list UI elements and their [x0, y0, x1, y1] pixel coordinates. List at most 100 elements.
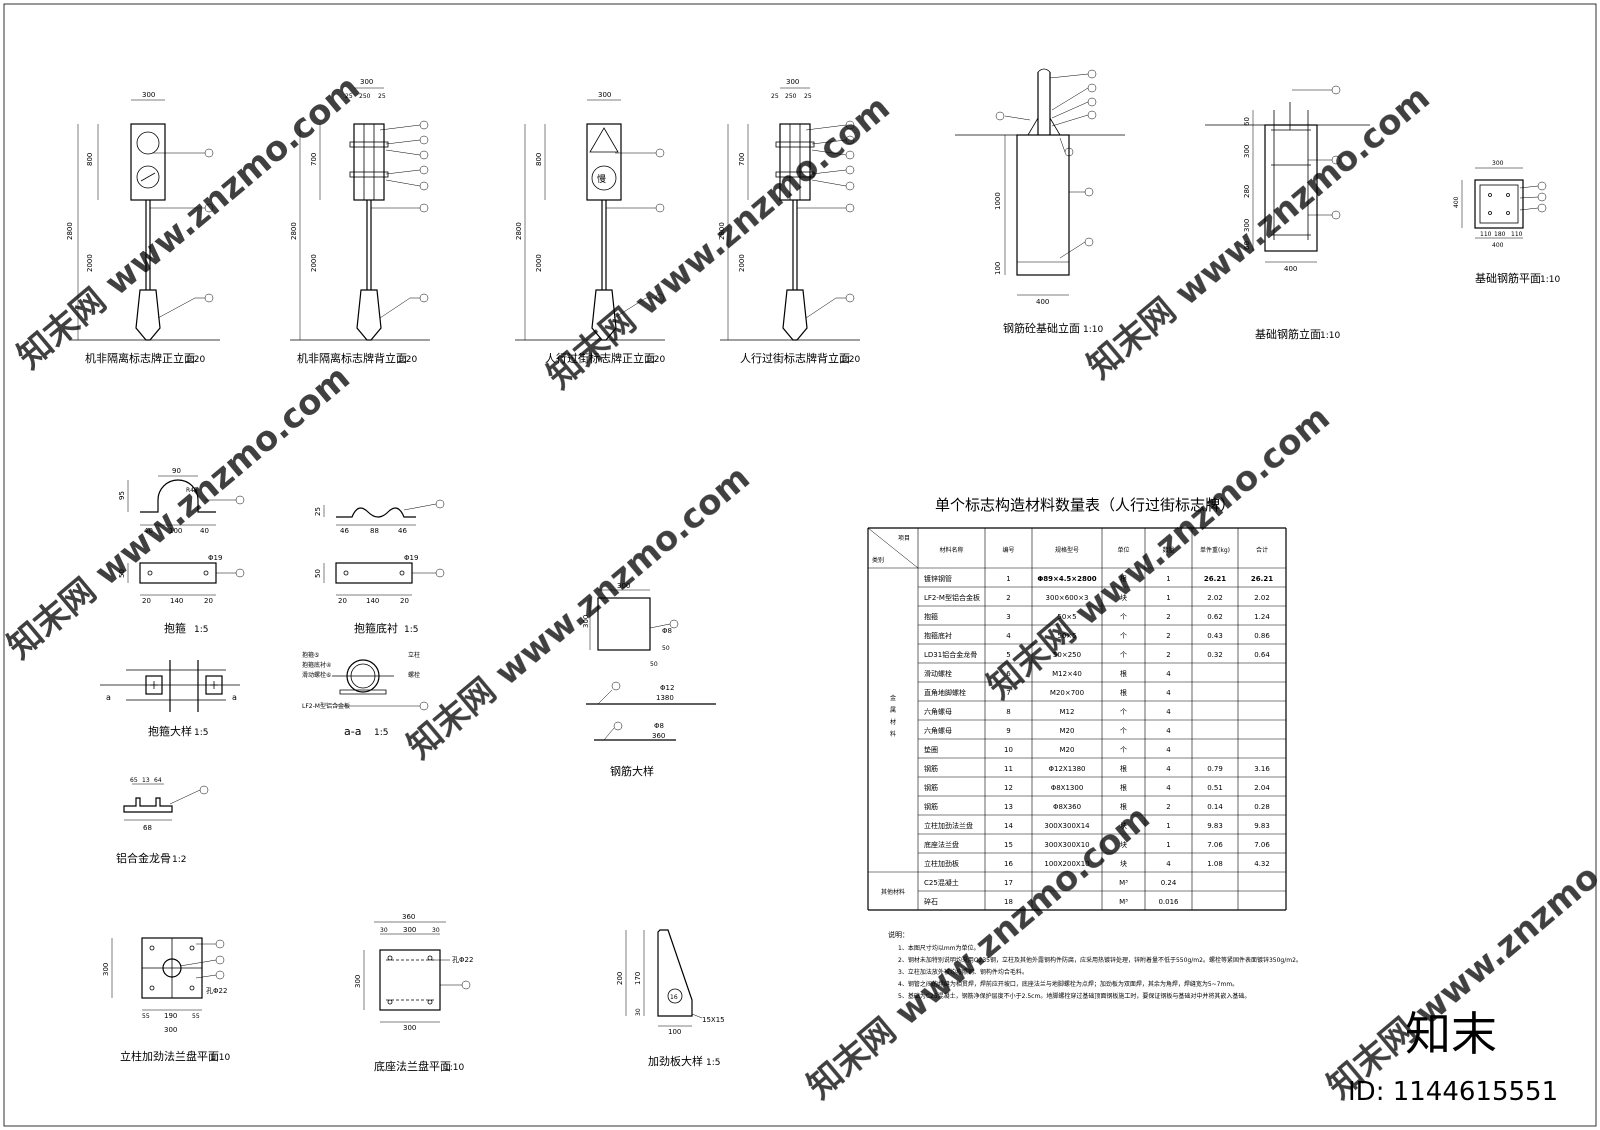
dim-chamfer: 15X15: [702, 1016, 725, 1024]
hoop-base-detail-group: 25 46 88 46 50 20 140 20 Φ19 抱箍底衬 1:5: [314, 499, 445, 635]
table-cell: Φ12X1380: [1048, 765, 1085, 773]
table-cell: M20: [1060, 746, 1075, 754]
dim-width: 90: [172, 467, 181, 475]
table-cell: 300X300X14: [1044, 822, 1090, 830]
table-cell: 0.64: [1254, 651, 1270, 659]
dim-width: 300: [142, 91, 155, 99]
table-cell: 0.79: [1207, 765, 1223, 773]
dim-board-height: 700: [310, 153, 318, 166]
dim-center: 180: [1494, 231, 1506, 238]
table-cell: 0.62: [1207, 613, 1223, 621]
table-cell: LF2-M型铝合金板: [924, 593, 980, 602]
foundation-rebar-plan: 300 110 180 110 400 400 基础钢筋平面 1:10: [1453, 160, 1560, 285]
label-hoop-base: 抱箍底衬④: [302, 661, 331, 669]
drawing-scale: 1:10: [1320, 331, 1340, 341]
dim-edge-left: 25: [345, 93, 353, 100]
table-column-header: 合计: [1256, 546, 1268, 554]
table-cell: 300X300X10: [1044, 841, 1089, 849]
dim-pole-height: 2000: [738, 254, 746, 272]
dim-depth: 1000: [994, 192, 1002, 210]
table-cell: 个: [1120, 651, 1127, 659]
aluminum-rail-detail: 65 13 64 68 铝合金龙骨 1:2: [116, 777, 209, 865]
table-cell: 11: [1004, 765, 1013, 773]
table-cell: 6: [1006, 670, 1011, 678]
dim-pole-height: 2000: [535, 254, 543, 272]
dim-hole-dia: 孔Φ22: [206, 987, 227, 995]
table-cell: 0.14: [1207, 803, 1223, 811]
sign1-front-elevation: 300 800 2800 2000 机非隔离标志牌正立面 1:20: [66, 91, 220, 365]
foundation-rebar-elevation: 400 60 300 280 300 60 基础钢筋立面 1:10: [1205, 85, 1370, 341]
table-cell: 碎石: [924, 897, 938, 906]
dim-main-dia: Φ12: [660, 684, 674, 692]
dim-left: 110: [1480, 231, 1492, 238]
table-cell: 50×5: [1057, 632, 1076, 640]
dim-hole-span: 190: [164, 1012, 177, 1020]
table-cell: 4: [1166, 689, 1171, 697]
table-cell: 5: [1006, 651, 1010, 659]
watermark-text: 知末网 www.znzmo.com: [800, 798, 1158, 1107]
dim-middle: 280: [1243, 185, 1251, 198]
table-cell: 1: [1006, 575, 1010, 583]
table-category-metal: 金: [890, 694, 896, 702]
table-cell: Φ8X360: [1053, 803, 1081, 811]
dim-left: 46: [340, 527, 349, 535]
table-cell: 钢筋: [924, 802, 938, 811]
table-cell: 9: [1006, 727, 1010, 735]
pole-base: [135, 289, 161, 341]
table-cell: 1.08: [1207, 860, 1223, 868]
dim-pole-height: 2000: [310, 254, 318, 272]
table-cell: 18: [1004, 898, 1013, 906]
notes-heading: 说明：: [888, 930, 909, 939]
drawing-title: 基础钢筋立面: [1255, 327, 1321, 341]
label-alu-plate: LF2-M型铝合金板: [302, 702, 350, 710]
dim-short-length: 360: [652, 732, 665, 740]
table-cell: 2: [1166, 613, 1170, 621]
drawing-scale: 1:10: [210, 1053, 230, 1063]
table-cell: 15: [1004, 841, 1013, 849]
dim-total-height: 2800: [290, 222, 298, 240]
table-cell: M12: [1060, 708, 1075, 716]
table-cell: 2.02: [1254, 594, 1270, 602]
dim-width: 100: [668, 1028, 681, 1036]
dim-total-height: 2800: [66, 222, 74, 240]
watermark-layer: 知末网 www.znzmo.com 知末网 www.znzmo.com 知末网 …: [0, 68, 1600, 1107]
drawing-title: 铝合金龙骨: [116, 851, 171, 865]
table-cell: 26.21: [1251, 575, 1273, 583]
drawing-scale: 1:5: [404, 625, 418, 635]
table-header-item: 项目: [898, 535, 910, 542]
table-column-header: 单位: [1117, 546, 1129, 554]
drawing-title: 机非隔离标志牌背立面: [297, 351, 407, 365]
table-cell: 4: [1006, 632, 1011, 640]
dim-height: 95: [118, 491, 126, 500]
drawing-title: 人行过街标志牌背立面: [740, 351, 850, 365]
table-cell: 2.04: [1254, 784, 1270, 792]
table-cell: 根: [1120, 688, 1127, 697]
table-cell: 10: [1004, 746, 1013, 754]
drawing-scale: 1:10: [444, 1063, 464, 1073]
note-item: 3、立柱加法放外被均按照钢、钢构件均合毛料。: [898, 968, 1028, 976]
dim-hole-left: 20: [142, 597, 151, 605]
drawing-scale: 1:10: [1083, 325, 1103, 335]
table-cell: 2: [1166, 803, 1170, 811]
no-bicycle-symbol-icon: [136, 165, 160, 189]
table-cell: 2: [1006, 594, 1010, 602]
table-cell: 2.02: [1207, 594, 1223, 602]
table-cell: 50×250: [1053, 651, 1081, 659]
table-cell: 8: [1006, 708, 1010, 716]
table-cell: 0.86: [1254, 632, 1270, 640]
dim-radius: R45: [186, 487, 198, 494]
dim-height: 300: [102, 963, 110, 976]
stiffener-plate-detail: 16 200 170 30 100 15X15 加劲板大样 1:5: [616, 929, 725, 1068]
label-bolt: 螺栓: [408, 671, 420, 679]
table-cell: 50×5: [1057, 613, 1076, 621]
table-cell: 1: [1166, 594, 1170, 602]
table-column-header: 单件重(kg): [1200, 546, 1230, 554]
drawing-title: 抱箍大样: [148, 724, 192, 738]
section-mark-left: a: [106, 693, 111, 702]
dim-top: 60: [1243, 117, 1251, 126]
table-cell: 六角螺母: [924, 707, 952, 716]
dim-height: 300: [582, 615, 590, 628]
section-mark-right: a: [232, 693, 237, 702]
table-column-header: 材料名称: [939, 546, 963, 554]
dim-short-dia: Φ8: [654, 722, 664, 730]
